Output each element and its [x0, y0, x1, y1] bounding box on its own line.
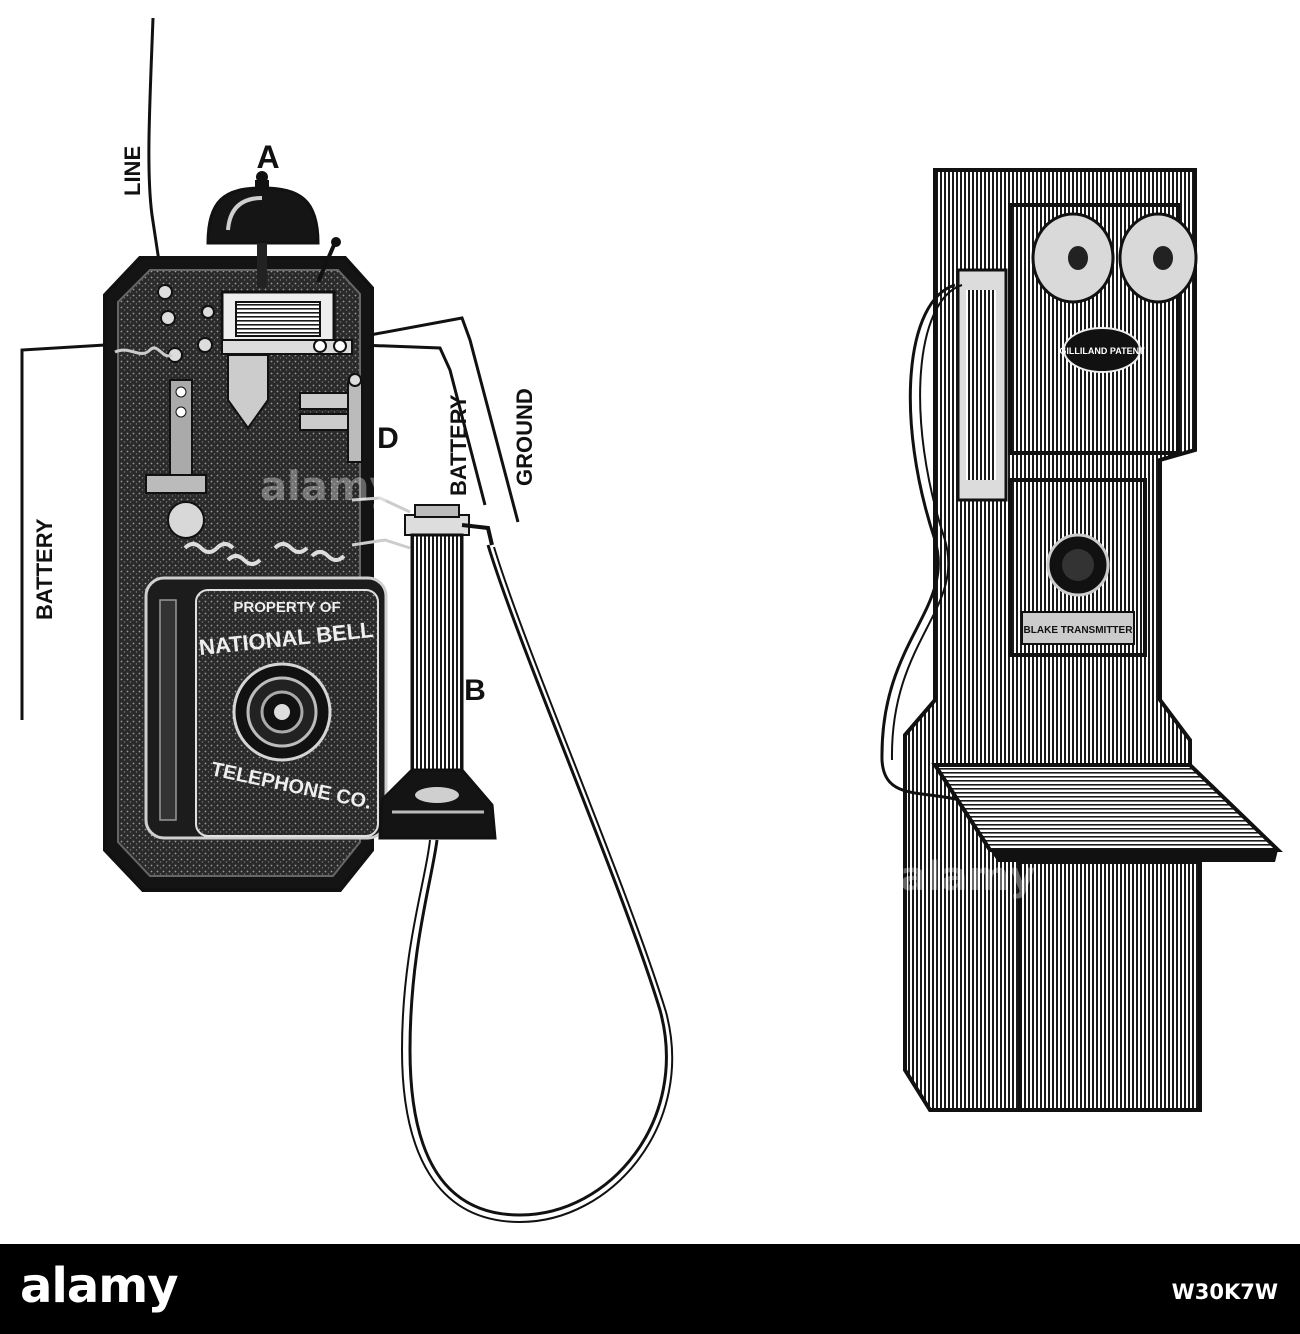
lower-box [1018, 860, 1202, 1112]
bell-box: GILLILAND PATENT [1008, 203, 1198, 455]
label-b: B [464, 674, 486, 707]
coil-springs [183, 542, 346, 566]
left-telephone: PROPERTY OF NATIONAL BELL TELEPHONE CO. … [20, 17, 674, 1224]
receiver-b [378, 504, 497, 840]
plate-text: GILLILAND PATENT [1059, 346, 1145, 356]
ground-wire [369, 316, 520, 523]
label-line: LINE [120, 146, 145, 196]
telephone-illustration: PROPERTY OF NATIONAL BELL TELEPHONE CO. … [20, 17, 1283, 1224]
transmitter-box: PROPERTY OF NATIONAL BELL TELEPHONE CO. [144, 576, 388, 840]
transmitter-box-right: BLAKE TRANSMITTER [1008, 478, 1147, 657]
right-telephone: GILLILAND PATENT BLAKE TRANSMITTER [880, 168, 1283, 1112]
transmitter-text: BLAKE TRANSMITTER [1024, 625, 1134, 636]
receiver-cord [408, 544, 668, 1217]
ringer-magnet [220, 290, 353, 430]
right-receiver [880, 268, 1008, 802]
watermark-top: alamy [260, 464, 395, 510]
alamy-logo: alamy [20, 1258, 179, 1314]
label-ground: GROUND [512, 388, 537, 486]
cord-wires [351, 496, 411, 550]
label-battery-right: BATTERY [446, 394, 471, 496]
line-wire [147, 17, 162, 269]
bell-a [206, 171, 341, 288]
switch-lever [145, 379, 207, 539]
terminals [114, 284, 215, 363]
box-text-property: PROPERTY OF [233, 599, 340, 616]
label-d: D [377, 422, 399, 455]
battery-wire-right [359, 343, 487, 506]
image-id: W30K7W [1171, 1280, 1278, 1304]
footer-bar: alamy W30K7W [0, 1244, 1300, 1334]
label-a: A [256, 139, 279, 175]
label-battery-left: BATTERY [32, 518, 57, 620]
writing-shelf [931, 763, 1283, 862]
hook-switch-d [299, 373, 363, 463]
watermark-middle: alamy [900, 854, 1035, 900]
engraving: PROPERTY OF NATIONAL BELL TELEPHONE CO. … [20, 17, 1283, 1224]
